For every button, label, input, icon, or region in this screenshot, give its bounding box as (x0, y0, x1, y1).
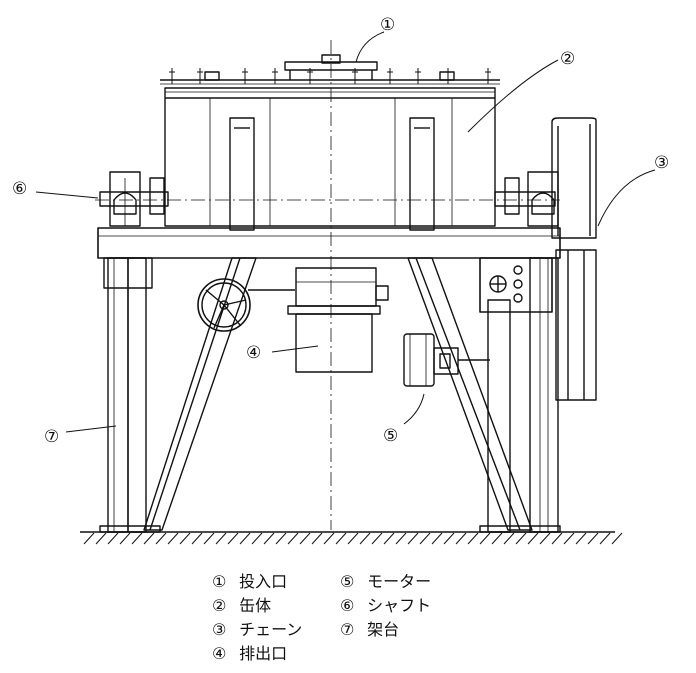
legend-num: ④ (212, 644, 227, 663)
legend-num: ② (212, 596, 227, 615)
legend-item-7: ⑦ 架台 (340, 616, 399, 640)
callout-6: ⑥ (12, 179, 27, 199)
legend-label: モーター (367, 572, 432, 591)
callout-leaders (35, 31, 656, 433)
legend-num: ⑦ (340, 620, 355, 639)
hand-wheel (197, 278, 295, 332)
ground (80, 531, 623, 545)
legend-item-5: ⑤ モーター (340, 568, 431, 592)
callout-1: ① (380, 15, 395, 35)
legend-num: ⑤ (340, 572, 355, 591)
callout-3: ③ (654, 153, 669, 173)
legend-label: 架台 (367, 620, 400, 639)
legend-item-1: ① 投入口 (212, 568, 287, 592)
motor (403, 333, 490, 387)
legend-label: 缶体 (239, 596, 272, 615)
gearbox (479, 257, 553, 313)
legend-num: ① (212, 572, 227, 591)
legend-item-3: ③ チェーン (212, 616, 302, 640)
chain-guard (551, 117, 597, 401)
legend-label: 排出口 (239, 644, 288, 663)
legend-num: ⑥ (340, 596, 355, 615)
callout-4: ④ (246, 343, 261, 363)
discharge-outlet (287, 267, 389, 373)
legend-item-4: ④ 排出口 (212, 640, 287, 664)
callout-7: ⑦ (44, 427, 59, 447)
callout-labels: ① ② ③ ④ ⑤ ⑥ ⑦ (12, 15, 669, 447)
drum-body (95, 40, 560, 530)
legend-label: シャフト (367, 596, 432, 615)
legend: ① 投入口 ② 缶体 ③ チェーン ④ 排出口 ⑤ モーター ⑥ シャフト ⑦ … (212, 568, 472, 668)
frame-stand (97, 227, 561, 533)
callout-2: ② (560, 49, 575, 69)
callout-5: ⑤ (383, 426, 398, 446)
legend-label: チェーン (239, 620, 303, 639)
legend-item-2: ② 缶体 (212, 592, 271, 616)
shaft-bearings (99, 171, 559, 227)
legend-num: ③ (212, 620, 227, 639)
legend-item-6: ⑥ シャフト (340, 592, 431, 616)
legend-label: 投入口 (239, 572, 288, 591)
